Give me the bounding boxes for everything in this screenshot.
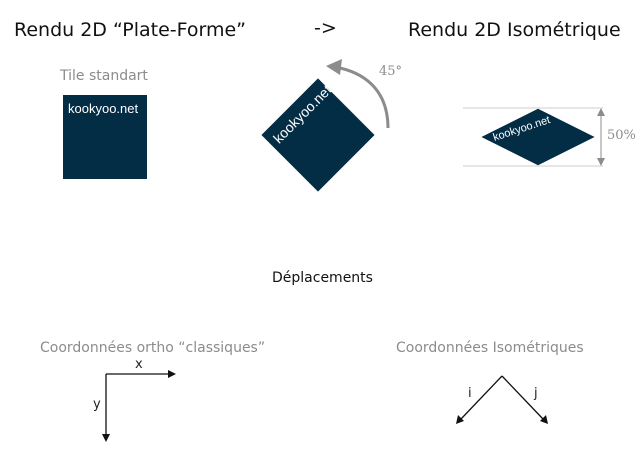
squash-percent-label: 50%: [607, 128, 636, 143]
ortho-y-label: y: [93, 397, 101, 412]
iso-i-label: i: [468, 386, 472, 401]
standard-tile-watermark: kookyoo.net: [68, 101, 139, 116]
title-platform-render: Rendu 2D “Plate-Forme”: [14, 19, 247, 41]
header-arrow: ->: [314, 17, 337, 39]
iso-coords-label: Coordonnées Isométriques: [396, 340, 584, 356]
rotation-angle-label: 45°: [379, 64, 403, 79]
standard-tile: kookyoo.net: [63, 95, 147, 179]
movement-title: Déplacements: [272, 270, 373, 286]
ortho-x-label: x: [135, 357, 143, 372]
ortho-coords-label: Coordonnées ortho “classiques”: [40, 340, 266, 356]
iso-j-label: j: [534, 386, 538, 401]
standard-tile-label: Tile standart: [60, 68, 148, 84]
title-isometric-render: Rendu 2D Isométrique: [408, 19, 621, 41]
